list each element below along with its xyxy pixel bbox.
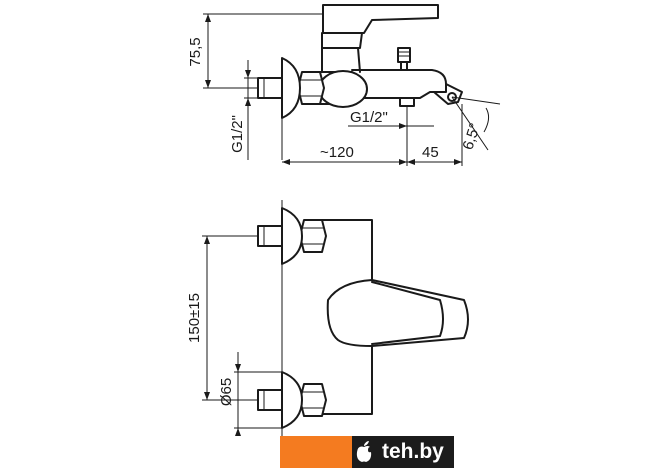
bottom-outlet-side <box>399 97 415 107</box>
spout-side <box>351 69 447 99</box>
aerator-ring <box>447 92 457 102</box>
arrow-len-a <box>282 159 290 165</box>
aerator-side <box>433 83 463 105</box>
dim-label-spout-angle: 6,5° <box>459 121 483 152</box>
connector-bottom-front <box>257 389 283 411</box>
dim-line-centers <box>202 235 258 401</box>
arrow-thread-bottom <box>399 123 407 129</box>
side-view: 75,5 G1/2" G1/2" ~120 45 6,5° <box>187 4 501 166</box>
hex-nut-side <box>297 71 325 105</box>
front-view: 150±15 Ø65 <box>186 200 469 436</box>
arrow-bottom <box>205 80 211 88</box>
watermark-accent <box>280 436 352 468</box>
dim-label-length-body: ~120 <box>320 144 354 161</box>
connector-top-front <box>257 225 283 247</box>
arrow-thread-b <box>245 98 251 106</box>
diverter-knob-side <box>397 47 411 71</box>
lever-handle-front-inner <box>371 281 444 345</box>
arrow-len-c <box>407 159 415 165</box>
lever-handle-side <box>322 4 439 34</box>
arrow-top <box>205 14 211 22</box>
lever-handle-front <box>326 279 469 347</box>
body-oval-side <box>318 70 368 108</box>
arrow-centers-b <box>204 392 210 400</box>
dim-label-thread-bottom: G1/2" <box>350 109 388 126</box>
arrow-len-b <box>399 159 407 165</box>
hex-nut-bottom-lines <box>302 391 324 409</box>
dim-label-length-spout: 45 <box>422 144 439 161</box>
dim-label-thread-side: G1/2" <box>229 115 246 153</box>
dim-line-angle <box>451 96 501 151</box>
dim-line-thread-side <box>244 60 258 160</box>
flange-bottom-front <box>281 371 303 429</box>
arrow-centers-a <box>204 236 210 244</box>
diverter-grip-lines <box>398 51 410 57</box>
flange-side <box>281 57 301 119</box>
lever-neck-side <box>321 32 363 49</box>
flange-top-front <box>281 207 303 265</box>
cartridge-body-side <box>321 47 361 73</box>
hex-nut-lines <box>300 79 322 97</box>
watermark-brand: teh <box>382 440 414 463</box>
watermark: teh.by <box>280 436 496 468</box>
arrow-flange-b <box>235 428 241 436</box>
arrow-flange-a <box>235 364 241 372</box>
hex-nut-bottom-front <box>299 383 327 417</box>
hex-nut-top-lines <box>302 227 324 245</box>
dim-line-top-height <box>203 13 323 89</box>
dim-line-lengths <box>282 104 463 166</box>
arrow-thread-a <box>245 70 251 78</box>
watermark-text: teh.by <box>376 436 454 468</box>
watermark-tld: .by <box>413 440 444 463</box>
dim-label-centers: 150±15 <box>186 293 203 343</box>
apple-bite-logo-icon <box>352 436 376 468</box>
connector-side <box>257 77 283 99</box>
dim-label-top-height: 75,5 <box>187 37 204 66</box>
arrow-len-d <box>454 159 462 165</box>
dim-label-flange: Ø65 <box>218 378 235 406</box>
hex-nut-top-front <box>299 219 327 253</box>
